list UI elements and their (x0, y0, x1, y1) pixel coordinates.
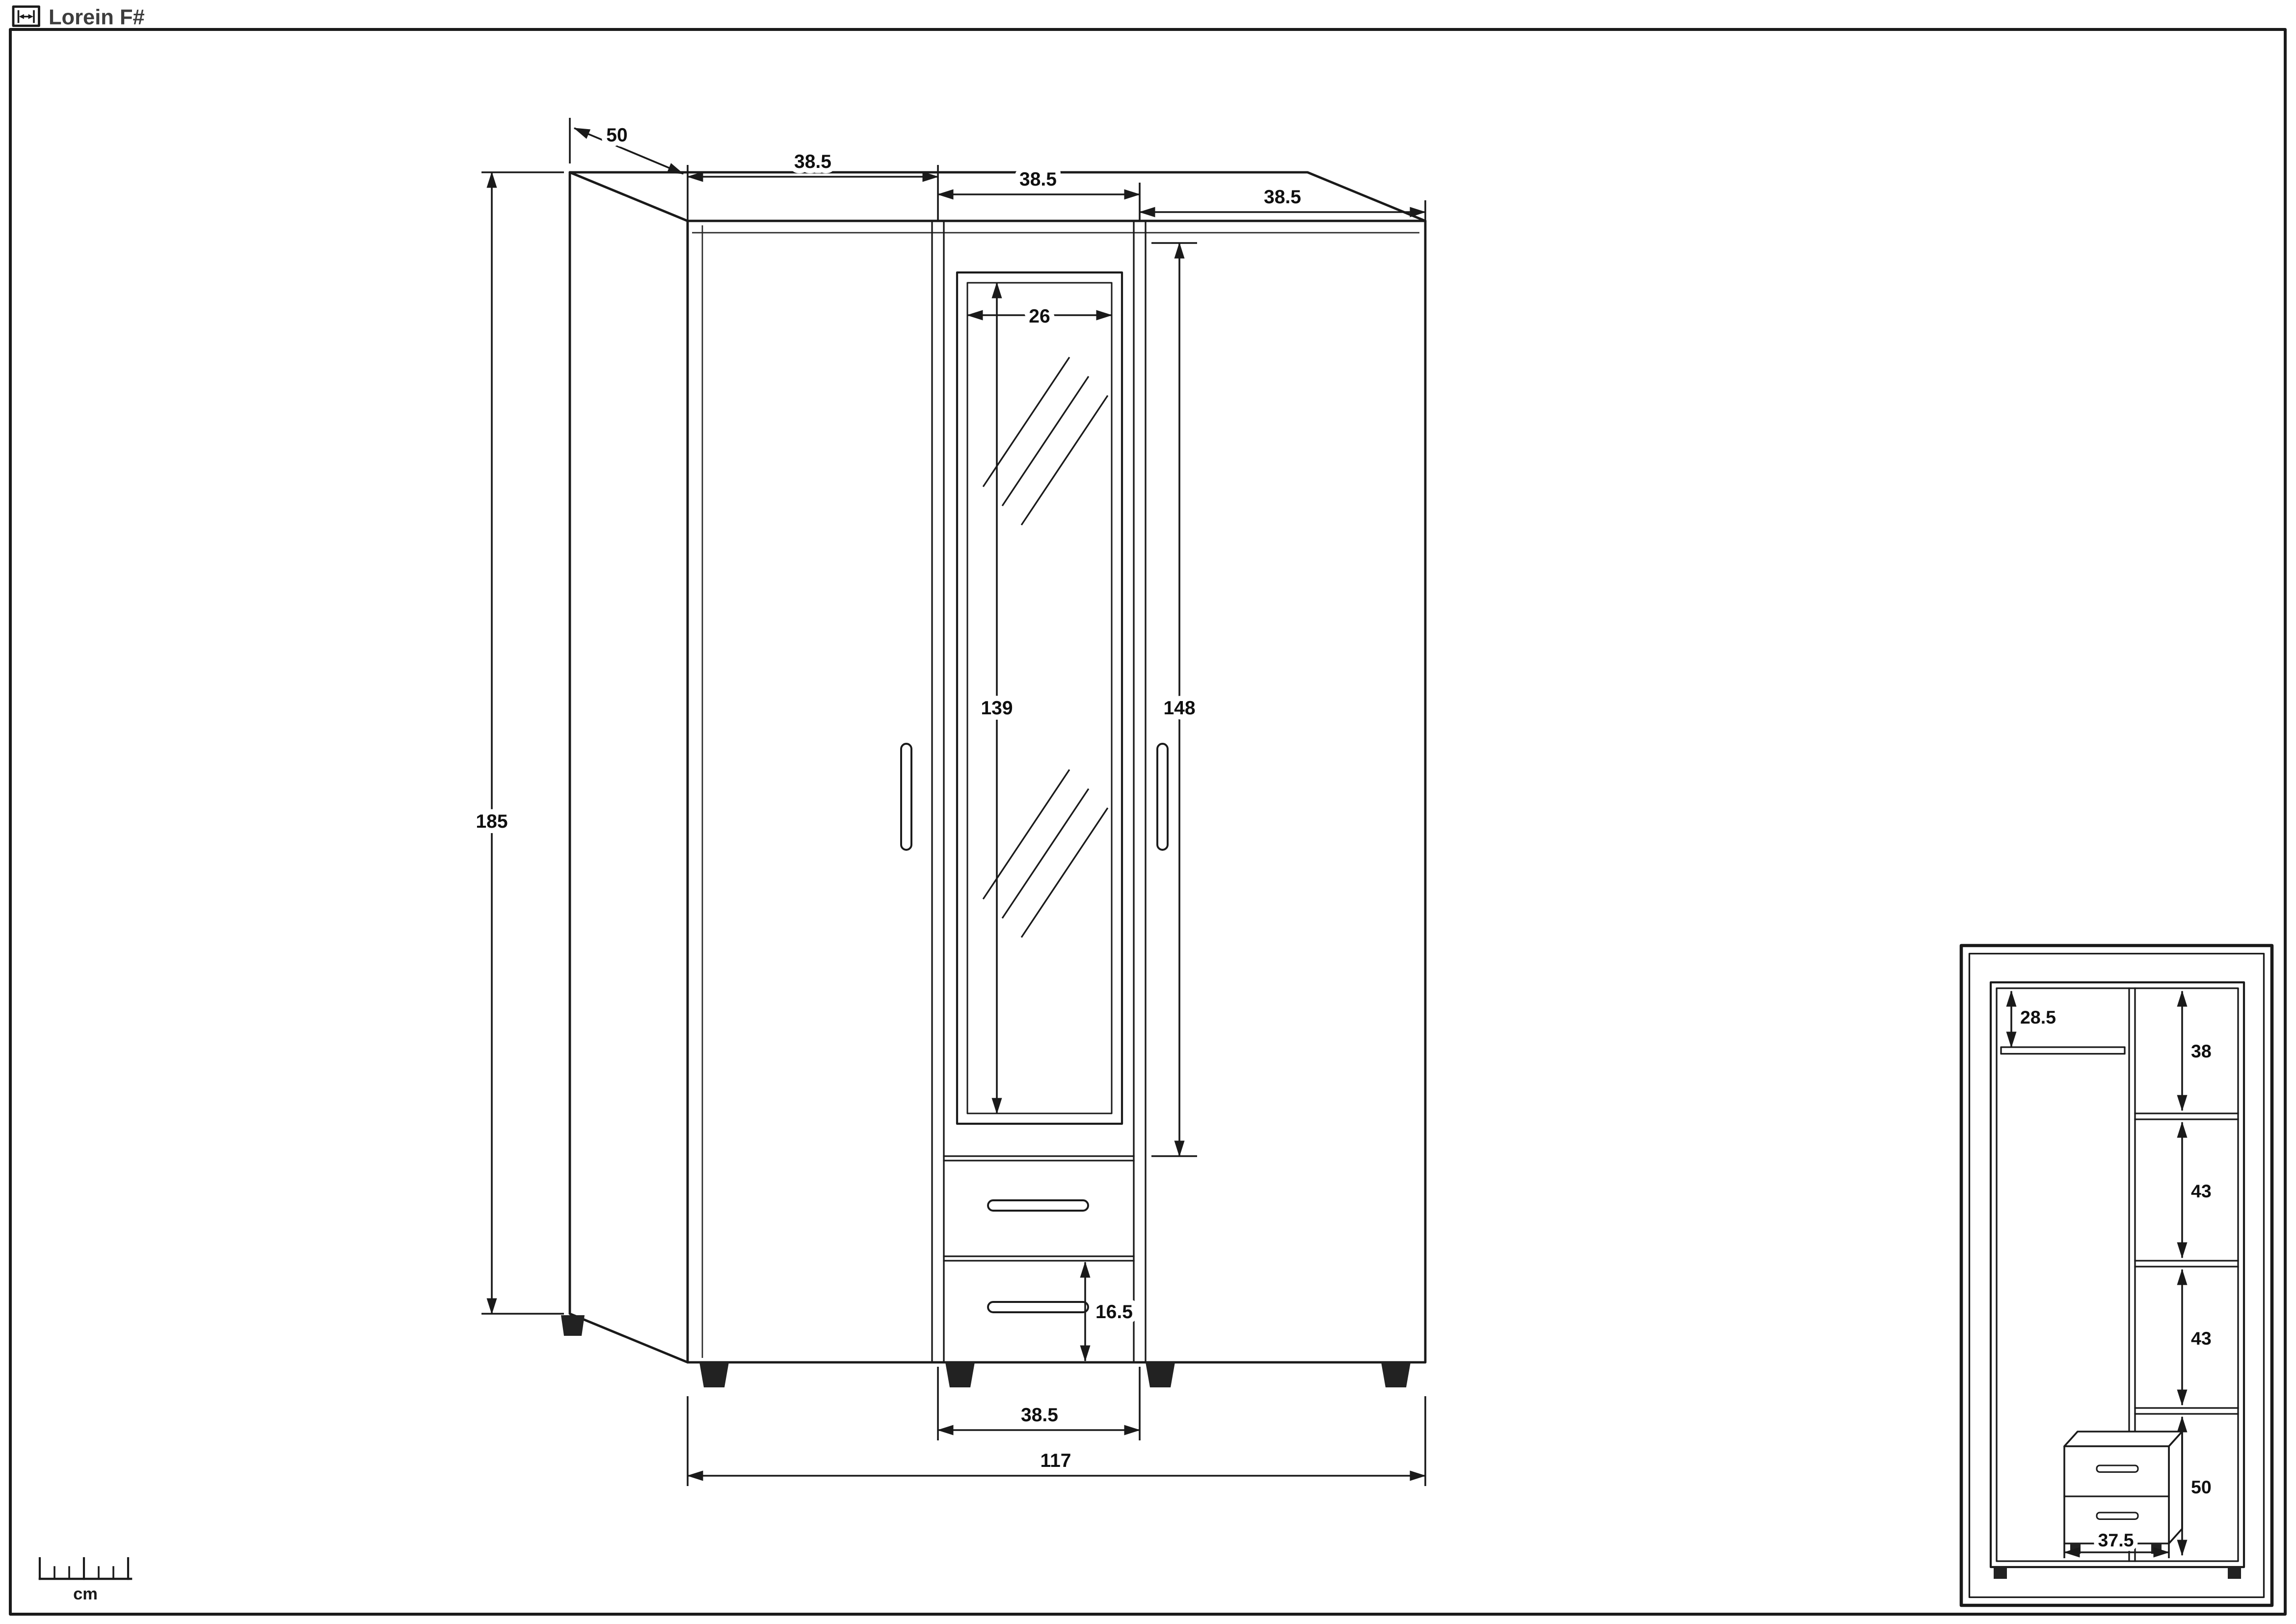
inset-foot-left (1993, 1567, 2007, 1579)
inset-cabinet-inner (1996, 987, 2239, 1562)
hanging-rail (2000, 1046, 2126, 1055)
inset-foot-right (2227, 1567, 2241, 1579)
footer-unit: cm (38, 1557, 133, 1607)
dim-section-2: 43 (2177, 1121, 2216, 1259)
ruler-icon (38, 1557, 133, 1580)
dim-depth: 50 (569, 117, 684, 175)
inset-shelves (2134, 1112, 2239, 1415)
dim-drawer-unit-width: 37.5 (2063, 1525, 2170, 1558)
inset-inner-frame (1968, 952, 2265, 1598)
dim-door2-label: 38.5 (1019, 169, 1057, 190)
dim-height: 185 (471, 171, 564, 1315)
dim-rail-drop: 28.5 (2006, 990, 2060, 1048)
mirror-glass (966, 282, 1113, 1114)
unit-handle-bottom (2096, 1512, 2139, 1520)
inset-cabinet-outer (1989, 981, 2245, 1569)
unit-handle-top (2096, 1464, 2139, 1473)
left-door-handle (900, 743, 912, 851)
drawer-unit-front (2063, 1445, 2170, 1544)
dim-door-width-3: 38.5 (1139, 181, 1426, 221)
main-dimensions: 50 38.5 38.5 38.5 185 26 (471, 117, 1426, 1486)
unit-label: cm (73, 1585, 98, 1603)
page-title: Lorein F# (49, 5, 145, 29)
dim-total-width-label: 117 (1041, 1450, 1071, 1471)
drawer-unit-side (2168, 1431, 2183, 1544)
header: Lorein F# (12, 5, 145, 29)
dim-mirror-height-label: 139 (981, 698, 1013, 719)
dim-door-width-2: 38.5 (937, 163, 1141, 221)
inset-dimensions: 28.5 38 43 43 50 37.5 (2006, 990, 2216, 1558)
drawer-handle-bottom (987, 1301, 1089, 1313)
dim-door1-label: 38.5 (794, 151, 831, 172)
dim-section2-label: 43 (2191, 1181, 2212, 1201)
dim-depth-label: 50 (606, 125, 627, 146)
dim-section-1: 38 (2177, 990, 2216, 1111)
dim-center-width-label: 38.5 (1021, 1405, 1058, 1426)
dim-center-section-width: 38.5 (937, 1366, 1141, 1440)
dim-drawer-height: 16.5 (1080, 1261, 1138, 1362)
dim-drawer-height-label: 16.5 (1095, 1301, 1133, 1323)
drawer-handle-top (987, 1199, 1089, 1212)
dim-mirror-width-label: 26 (1029, 306, 1050, 327)
right-door-handle (1156, 743, 1169, 851)
dim-door-height-label: 148 (1163, 698, 1195, 719)
dim-unit-width-label: 37.5 (2098, 1530, 2134, 1550)
wardrobe-main-view (561, 171, 1427, 1387)
interior-inset: 28.5 38 43 43 50 37.5 (1959, 944, 2274, 1607)
wardrobe-side-panel (568, 171, 689, 1364)
dim-section4-label: 50 (2191, 1477, 2212, 1497)
dim-height-label: 185 (476, 811, 507, 832)
drawer-unit-top (2063, 1431, 2183, 1447)
dim-section1-label: 38 (2191, 1041, 2212, 1061)
mirror (956, 271, 1123, 1125)
dim-mirror-width: 26 (966, 300, 1113, 332)
width-dimension-icon (12, 5, 40, 27)
drawing-border (9, 27, 2287, 1616)
dim-section-3: 43 (2177, 1269, 2216, 1406)
mirror-reflection-hatching (982, 356, 1109, 938)
inset-outer-frame (1959, 944, 2274, 1607)
wardrobe-feet (561, 1315, 1411, 1387)
dim-rail-drop-label: 28.5 (2020, 1007, 2056, 1028)
dim-mirror-height: 139 (976, 282, 1018, 1114)
dim-total-width: 117 (687, 1396, 1426, 1486)
dim-section-4: 50 (2177, 1416, 2216, 1556)
dim-door3-label: 38.5 (1264, 187, 1301, 208)
dim-door-width-1: 38.5 (687, 146, 939, 221)
dim-right-door-height: 148 (1151, 242, 1201, 1157)
dim-section3-label: 43 (2191, 1328, 2212, 1349)
door-seams (931, 220, 1147, 1363)
